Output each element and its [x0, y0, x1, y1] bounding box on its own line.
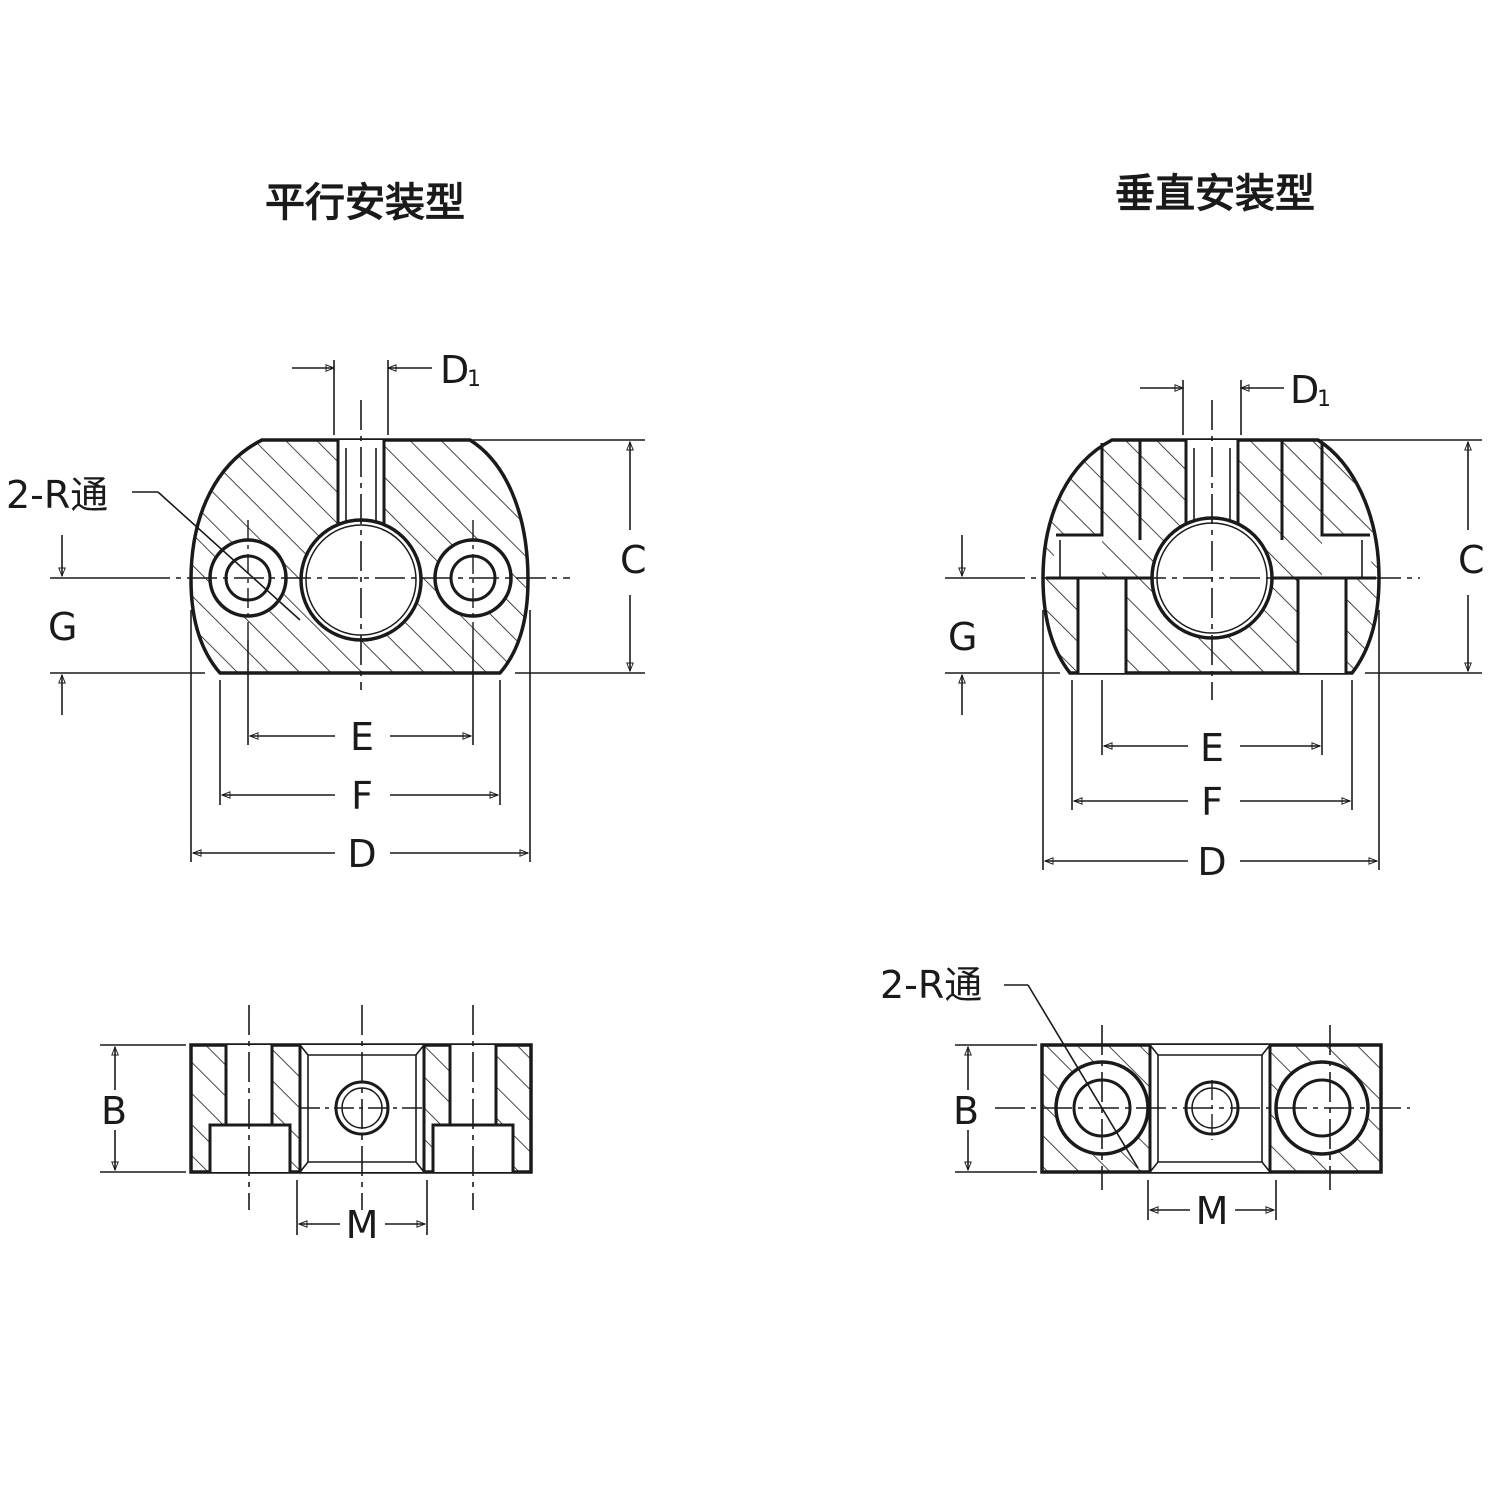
parallel-m-label: M — [346, 1203, 379, 1247]
vertical-f-label: F — [1201, 780, 1223, 824]
vertical-b-label: B — [953, 1089, 979, 1133]
title-vertical-mount: 垂直安装型 — [1115, 171, 1315, 217]
parallel-front-view — [140, 400, 570, 690]
vertical-side-right-hole — [1274, 1060, 1370, 1156]
vertical-front-view — [995, 400, 1420, 700]
vertical-g-label: G — [948, 615, 977, 659]
vertical-c-label: C — [1458, 538, 1485, 582]
parallel-side-view — [189, 1005, 533, 1210]
parallel-f-label: F — [351, 774, 373, 818]
parallel-g-label: G — [48, 605, 77, 649]
parallel-d1-subscript: 1 — [467, 367, 481, 392]
vertical-e-label: E — [1200, 726, 1224, 770]
parallel-d-label: D — [347, 832, 376, 876]
parallel-d1-label: D — [440, 348, 469, 392]
parallel-front-dimensions — [50, 360, 645, 862]
title-parallel-mount: 平行安装型 — [265, 180, 465, 226]
vertical-d1-subscript: 1 — [1317, 387, 1331, 412]
parallel-side-dimensions — [100, 1044, 428, 1235]
vertical-side-dimensions — [955, 984, 1277, 1220]
vertical-m-label: M — [1196, 1189, 1229, 1233]
vertical-front-dimensions — [945, 380, 1482, 870]
parallel-hole-note: 2-R通 — [6, 473, 108, 517]
vertical-hole-note: 2-R通 — [880, 963, 982, 1007]
parallel-e-label: E — [350, 715, 374, 759]
vertical-side-view — [995, 1025, 1410, 1190]
parallel-c-label: C — [620, 538, 647, 582]
vertical-d-label: D — [1197, 840, 1226, 884]
vertical-d1-label: D — [1290, 368, 1319, 412]
parallel-b-label: B — [101, 1089, 127, 1133]
